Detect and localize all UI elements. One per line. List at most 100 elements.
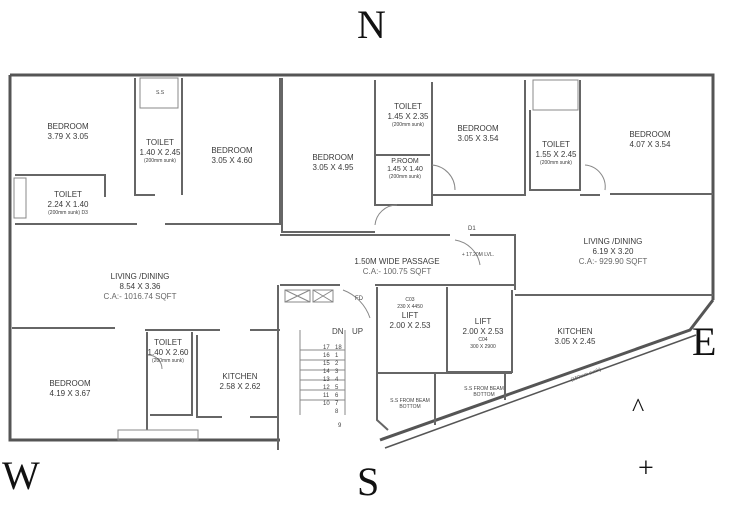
stair-step-number: 1: [335, 353, 339, 359]
room-name: TOILET: [54, 190, 82, 199]
lift-code-size: 300 X 2900: [470, 344, 496, 350]
room-size: 4.19 X 3.67: [49, 389, 91, 398]
compass-caret: ^: [632, 393, 645, 422]
room-name: TOILET: [542, 140, 570, 149]
fire-door-tag: FD: [355, 296, 363, 302]
stair-landing-number: 9: [338, 423, 342, 429]
room-name: KITCHEN: [222, 372, 258, 381]
room-name: BEDROOM: [629, 130, 671, 139]
stair-step-number: 6: [335, 393, 339, 399]
room-size: 3.05 X 4.95: [312, 163, 354, 172]
door-tag: D3: [81, 210, 88, 216]
compass-north: N: [357, 2, 386, 47]
stair-step-number: 5: [335, 385, 339, 391]
stair-step-number: 11: [323, 393, 330, 399]
room-note: (200mm sunk): [389, 174, 421, 180]
carpet-area: C.A:- 929.90 SQFT: [578, 257, 648, 266]
room-name: BEDROOM: [49, 379, 91, 388]
shaft-ss-label: S.S: [155, 90, 165, 96]
room-size: 3.79 X 3.05: [47, 132, 89, 141]
shaft-label-2: S.S FROM BEAM BOTTOM: [464, 386, 504, 398]
stair-step-number: 13: [323, 377, 330, 383]
compass-south: S: [357, 459, 380, 504]
room-note: (200mm sunk): [144, 158, 176, 164]
room-size: 8.54 X 3.36: [119, 282, 161, 291]
stair-up: UP: [352, 327, 364, 336]
stair-step-number: 12: [323, 385, 330, 391]
stair-step-number: 7: [335, 401, 339, 407]
room-size: 1.55 X 2.45: [535, 150, 577, 159]
stair-step-number: 3: [335, 369, 339, 375]
room-name: LIFT: [474, 317, 492, 326]
room-note: (200mm sunk): [392, 122, 424, 128]
room-name: TOILET: [154, 338, 182, 347]
lift-code-size: 230 X 4450: [397, 304, 423, 310]
stair-step-number: 18: [335, 345, 342, 351]
stair-step-number: 14: [323, 369, 330, 375]
stair-step-number: 15: [323, 361, 330, 367]
carpet-area: C.A:- 100.75 SQFT: [362, 267, 432, 276]
room-size: 1.40 X 2.45: [139, 148, 181, 157]
room-note: (200mm sunk): [540, 160, 572, 166]
room-name: BEDROOM: [312, 153, 354, 162]
room-name: BEDROOM: [47, 122, 89, 131]
room-size: 6.19 X 3.20: [592, 247, 634, 256]
room-name: BEDROOM: [457, 124, 499, 133]
shaft-label-1: S.S FROM BEAM BOTTOM: [390, 398, 430, 410]
stair-step-number: 16: [323, 353, 330, 359]
compass-east: E: [692, 319, 717, 364]
room-size: 2.24 X 1.40: [47, 200, 89, 209]
lift-code: C04: [478, 337, 488, 343]
stair-step-number: 17: [323, 345, 330, 351]
room-name: P.ROOM: [391, 158, 419, 165]
door-tag-d1: D1: [468, 226, 476, 232]
room-name: LIVING /DINING: [583, 237, 643, 246]
room-name: 1.50M WIDE PASSAGE: [354, 257, 440, 266]
room-size: 3.05 X 4.60: [211, 156, 253, 165]
lift-code: C03: [405, 297, 415, 303]
room-size: 1.40 X 2.60: [147, 348, 189, 357]
compass-plus: +: [638, 453, 654, 484]
compass-west: W: [2, 453, 40, 498]
room-size: 2.00 X 2.53: [389, 321, 431, 330]
room-size: 3.05 X 3.54: [457, 134, 499, 143]
stair-step-number: 2: [335, 361, 339, 367]
room-name: LIVING /DINING: [110, 272, 170, 281]
room-name: LIFT: [401, 311, 419, 320]
room-size: 4.07 X 3.54: [629, 140, 671, 149]
level-marker: + 17.20M LVL.: [461, 252, 495, 258]
room-size: 3.05 X 2.45: [554, 337, 596, 346]
room-note: (200mm sunk): [48, 210, 81, 216]
stair-step-number: 4: [335, 377, 339, 383]
room-name: TOILET: [146, 138, 174, 147]
stair-dn: DN: [332, 327, 344, 336]
room-name: BEDROOM: [211, 146, 253, 155]
room-size: 1.45 X 2.35: [387, 112, 429, 121]
room-name: KITCHEN: [557, 327, 593, 336]
room-size: 2.00 X 2.53: [462, 327, 504, 336]
carpet-area: C.A:- 1016.74 SQFT: [103, 292, 177, 301]
room-size: 2.58 X 2.62: [219, 382, 261, 391]
stair-step-number: 8: [335, 409, 339, 415]
room-size: 1.45 X 1.40: [387, 166, 423, 173]
room-note: (200mm sunk): [152, 358, 184, 364]
